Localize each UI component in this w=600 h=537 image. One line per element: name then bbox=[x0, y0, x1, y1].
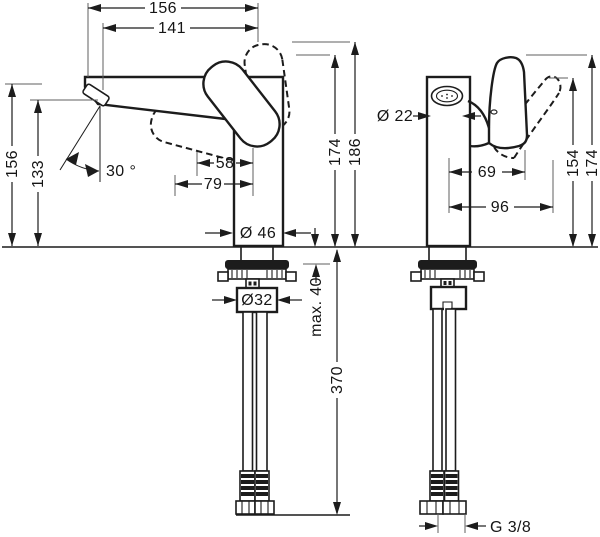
side-handle-solid bbox=[487, 56, 529, 150]
mounting-flange bbox=[225, 260, 289, 269]
mounting-flange bbox=[418, 260, 477, 269]
mounting-tab-left bbox=[410, 271, 422, 282]
side-handle-junction-lower bbox=[469, 141, 490, 148]
dim-aerator-diameter: Ø 22 bbox=[377, 108, 413, 125]
dim-spout-angle: 30 ° bbox=[106, 163, 136, 180]
dim-hose-thread: G 3/8 bbox=[490, 519, 531, 536]
dim-handle-offset: 69 bbox=[478, 164, 497, 181]
dim-hose-length: 370 bbox=[329, 366, 346, 394]
hose-nut bbox=[235, 500, 256, 515]
aerator-side bbox=[430, 85, 464, 107]
hose-clip bbox=[440, 278, 455, 288]
hose-nut bbox=[419, 500, 444, 515]
dim-base-diameter: Ø 46 bbox=[240, 225, 276, 242]
dim-height-spout-tip: 156 bbox=[4, 150, 21, 178]
front-view bbox=[82, 43, 297, 515]
mounting-tab-left bbox=[217, 271, 229, 282]
mounting-nut bbox=[429, 285, 468, 311]
mounting-tab-right bbox=[473, 271, 485, 282]
dim-height-handle-tilted: 154 bbox=[565, 149, 582, 177]
side-mounting-assembly bbox=[410, 245, 485, 311]
handle-screw bbox=[490, 109, 498, 115]
aerator-texture bbox=[441, 93, 453, 99]
dim-counter-max-thickness: max. 40 bbox=[308, 277, 325, 337]
dim-handle-swing-offset: 96 bbox=[491, 199, 510, 216]
side-handle-junction bbox=[467, 99, 491, 129]
dim-height-aerator: 133 bbox=[30, 160, 47, 188]
hose-nut bbox=[254, 500, 275, 515]
hose-clip bbox=[245, 278, 260, 289]
dim-handle-depth-inner: 58 bbox=[216, 155, 235, 172]
side-view bbox=[410, 56, 562, 515]
mounting-tab-right bbox=[285, 271, 297, 282]
dim-shank-diameter: Ø32 bbox=[241, 292, 272, 309]
dim-height-handle-top-side: 174 bbox=[584, 149, 600, 177]
dim-height-handle-max: 186 bbox=[347, 138, 364, 166]
threaded-band bbox=[420, 268, 475, 280]
handle-solid bbox=[202, 60, 281, 148]
arrowheads bbox=[8, 4, 596, 530]
hose-nut bbox=[442, 500, 467, 515]
dimension-labels: 156 141 156 133 30 ° 58 79 Ø 46 Ø32 max.… bbox=[4, 0, 600, 536]
dim-spout-reach-total: 156 bbox=[149, 0, 177, 17]
front-supply-hoses bbox=[235, 311, 275, 515]
dim-height-body-top: 174 bbox=[327, 138, 344, 166]
dim-spout-reach-aerator: 141 bbox=[158, 20, 186, 37]
side-supply-hoses bbox=[419, 308, 467, 515]
extension-lines bbox=[5, 3, 587, 533]
dim-handle-depth-outer: 79 bbox=[204, 176, 223, 193]
